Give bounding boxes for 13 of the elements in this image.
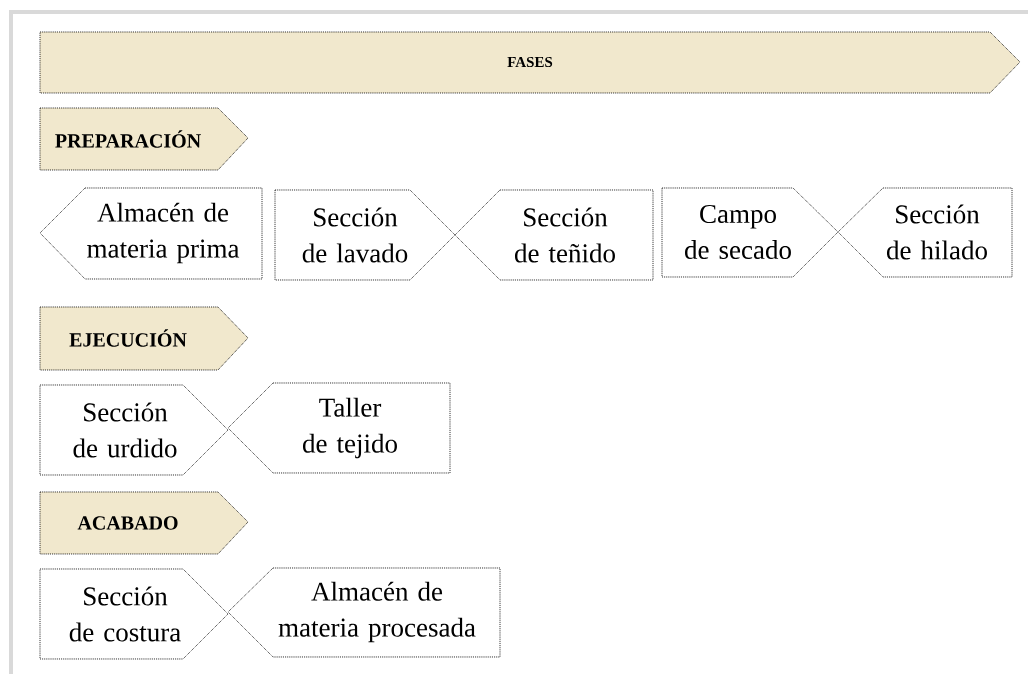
section-box: Sección de teñido [454,189,654,281]
phase-banner: EJECUCIÓN [39,306,249,371]
section-box: Sección de lavado [274,189,456,281]
section-box: Sección de costura [39,568,229,660]
section-box: Taller de tejido [227,382,451,474]
section-box: Almacén de materia prima [39,187,263,280]
section-box: Campo de secado [661,187,839,278]
section-box: Almacén de materia procesada [227,567,501,658]
section-box: Sección de hilado [837,187,1013,278]
phase-banner: ACABADO [39,491,249,555]
phase-banner: FASES [39,31,1021,94]
phase-banner: PREPARACIÓN [39,107,249,171]
section-box: Sección de urdido [39,384,229,476]
